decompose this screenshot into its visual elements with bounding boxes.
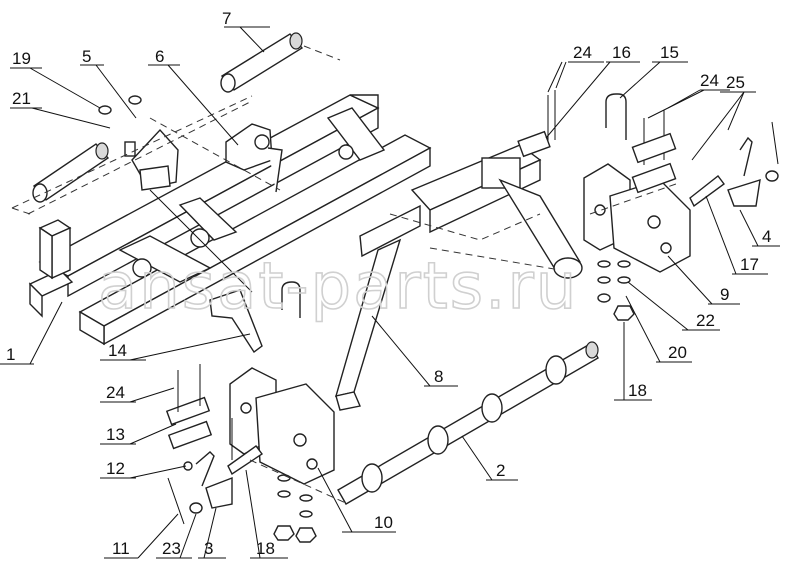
washers-19 [98,95,142,157]
callout-24-left: 24 [106,383,125,402]
callout-19: 19 [12,49,31,68]
callout-16: 16 [612,43,631,62]
shaft [337,341,599,505]
callout-3: 3 [204,539,213,558]
callout-11: 11 [112,539,130,558]
callout-12: 12 [106,459,125,478]
callout-8: 8 [434,367,443,386]
callout-9: 9 [720,285,729,304]
callout-1: 1 [6,345,15,364]
callout-13: 13 [106,425,125,444]
callout-21: 21 [12,89,31,108]
callout-7: 7 [222,9,231,28]
alignment-lines [11,45,677,505]
callout-18-right: 18 [628,381,647,400]
callout-15: 15 [660,43,679,62]
spring-14 [149,189,301,354]
callout-18-left: 18 [256,539,275,558]
callout-5: 5 [82,47,91,66]
callout-20: 20 [668,343,687,362]
hitch-right [517,90,779,321]
pin-left [32,142,110,203]
hitch-left [165,364,335,543]
callout-14: 14 [108,341,127,360]
callout-4: 4 [762,227,771,246]
callout-25: 25 [726,73,745,92]
callout-10: 10 [374,513,393,532]
callout-22: 22 [696,311,715,330]
callout-23: 23 [162,539,181,558]
drawbar [335,144,583,411]
callout-6: 6 [155,47,164,66]
pin-upper [220,32,304,93]
callout-24-right: 24 [700,71,719,90]
callout-numbers: 7 6 5 19 21 1 14 24 16 15 24 25 4 17 9 2… [6,9,771,558]
watermark: ansat-parts.ru [98,250,578,324]
callout-2: 2 [496,461,505,480]
leader-lines [0,26,780,559]
callout-24-top: 24 [573,43,592,62]
frame-assembly [28,94,432,346]
callout-17: 17 [740,255,759,274]
